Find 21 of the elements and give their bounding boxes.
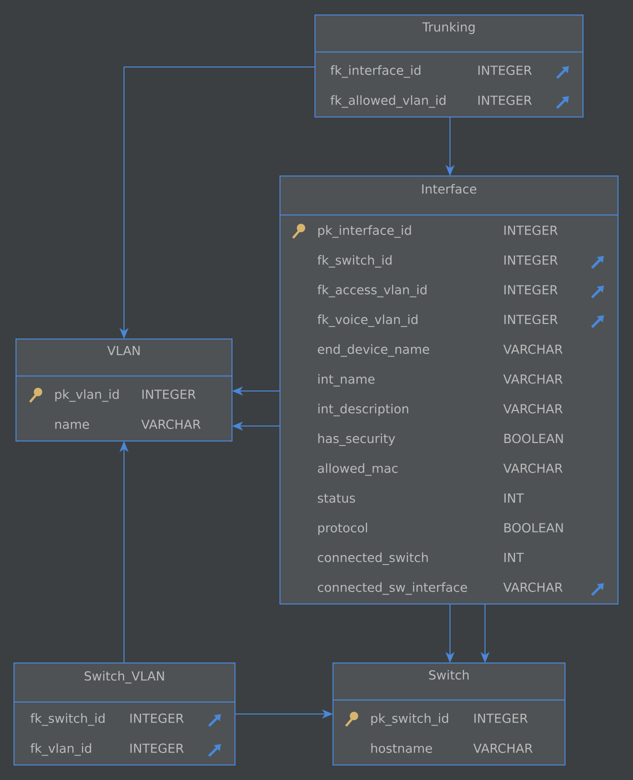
table-row: fk_switch_id INTEGER [317, 255, 558, 268]
table-row: connected_switch INT [318, 552, 524, 565]
table-row: pk_switch_id INTEGER [371, 713, 528, 726]
table-row: fk_interface_id INTEGER [330, 65, 532, 78]
table-row: protocol BOOLEAN [318, 522, 563, 535]
table-row: fk_vlan_id INTEGER [30, 743, 184, 756]
table-row: name VARCHAR [55, 420, 201, 429]
table-row: connected_sw_interface VARCHAR [318, 582, 563, 595]
table-row: has_security BOOLEAN [318, 434, 563, 446]
table-row: int_name VARCHAR [318, 374, 563, 387]
table-row: pk_vlan_id INTEGER [55, 389, 196, 402]
table-row: pk_interface_id INTEGER [318, 225, 558, 238]
table-row: allowed_mac VARCHAR [318, 463, 563, 476]
table-row: fk_voice_vlan_id INTEGER [317, 314, 558, 327]
table-row: fk_access_vlan_id INTEGER [317, 284, 558, 298]
table-row: status INT [318, 494, 524, 503]
table-row: end_device_name VARCHAR [318, 344, 563, 357]
table-row: hostname VARCHAR [371, 743, 533, 753]
table-row: fk_switch_id INTEGER [30, 713, 184, 726]
table-row: fk_allowed_vlan_id INTEGER [330, 95, 532, 108]
table-row: int_description VARCHAR [318, 404, 563, 416]
